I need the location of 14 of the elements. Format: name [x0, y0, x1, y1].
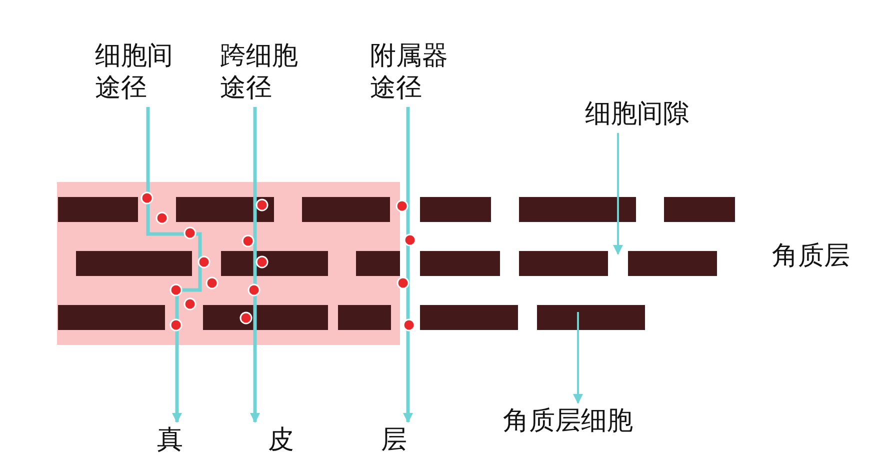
pathway-label: 跨细胞途径	[220, 40, 310, 104]
arrow	[250, 107, 260, 423]
arrow	[403, 107, 413, 423]
arrow	[146, 107, 202, 423]
pathway-label: 细胞间途径	[95, 40, 185, 104]
pathway-label: 附属器途径	[370, 40, 460, 104]
layer-label: 层	[381, 424, 411, 456]
layer-label: 皮	[268, 424, 298, 456]
cell-label: 角质层细胞	[503, 405, 663, 437]
layer-name: 角质层	[772, 240, 850, 272]
gap-label: 细胞间隙	[585, 98, 715, 130]
leader-line	[573, 312, 583, 404]
layer-label: 真	[157, 424, 187, 456]
leader-line	[613, 133, 623, 255]
